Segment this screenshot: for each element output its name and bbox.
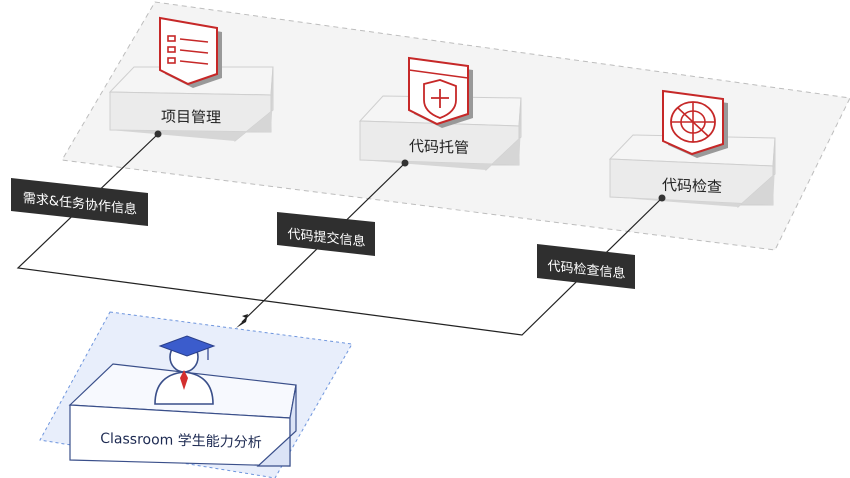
shield-plus-icon <box>408 56 473 128</box>
code-hosting-label: 代码托管 <box>408 136 469 157</box>
commits-tag-bg <box>277 212 375 256</box>
checklist-icon <box>159 16 222 88</box>
connector-dot-project <box>154 130 162 138</box>
classroom-label: Classroom 学生能力分析 <box>100 430 262 452</box>
code-hosting-box[interactable] <box>358 95 522 172</box>
radar-icon <box>662 89 728 158</box>
checks-tag-bg <box>537 244 635 289</box>
graduate-student-icon <box>154 335 216 405</box>
project-management-label: 项目管理 <box>160 106 221 127</box>
connector-dot-hosting <box>401 159 409 167</box>
connector-dot-check <box>658 194 666 202</box>
arrow-head <box>236 314 248 328</box>
requirements-tag-bg <box>11 178 148 226</box>
